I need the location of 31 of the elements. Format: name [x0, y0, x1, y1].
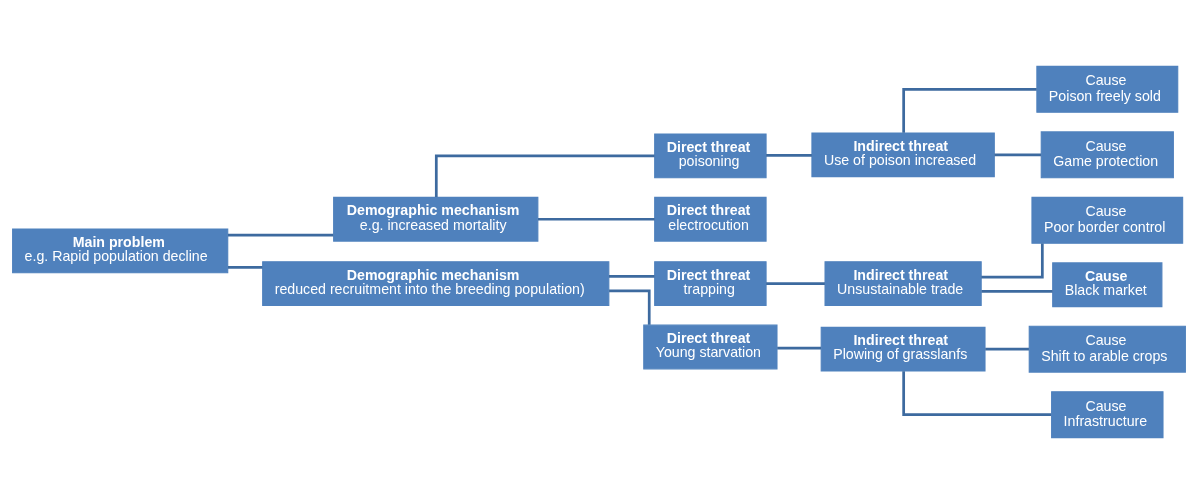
node-box: Cause Shift to arable crops — [1028, 325, 1186, 373]
node-box: Cause Poor border control — [1031, 196, 1184, 244]
node-box: Indirect threat Plowing of grasslanfs — [820, 326, 986, 372]
connector — [538, 217, 655, 221]
node-box: Direct threat electrocution — [654, 196, 767, 242]
connector — [609, 289, 651, 325]
node-box: Direct threat poisoning — [654, 133, 767, 179]
node-box: Indirect threat Use of poison increased — [811, 132, 995, 178]
connector — [985, 347, 1029, 351]
connector — [902, 87, 1037, 133]
connector — [227, 233, 334, 237]
node-box: Main problem e.g. Rapid population decline — [12, 228, 229, 274]
connector — [608, 275, 655, 278]
node-box: Demographic mechanism reduced recruitment into the breeding population) — [262, 261, 610, 307]
node-box: Indirect threat Unsustainable trade — [824, 261, 982, 307]
node-box: Direct threat trapping — [654, 261, 767, 307]
node-box: Cause Black market — [1052, 262, 1163, 308]
connector — [981, 289, 1053, 293]
connector — [994, 153, 1042, 157]
node-box: Demographic mechanism e.g. increased mortality — [333, 196, 539, 242]
connector — [227, 265, 263, 269]
connector — [434, 154, 655, 198]
node-box: Cause Poison freely sold — [1036, 65, 1179, 113]
connector — [766, 154, 812, 157]
connector — [981, 243, 1044, 279]
node-box: Direct threat Young starvation — [643, 324, 778, 370]
connector — [777, 346, 822, 350]
connector — [766, 282, 825, 286]
node-box: Cause Game protection — [1040, 131, 1174, 179]
node-box: Cause Infrastructure — [1051, 391, 1164, 439]
connector — [902, 371, 1052, 417]
